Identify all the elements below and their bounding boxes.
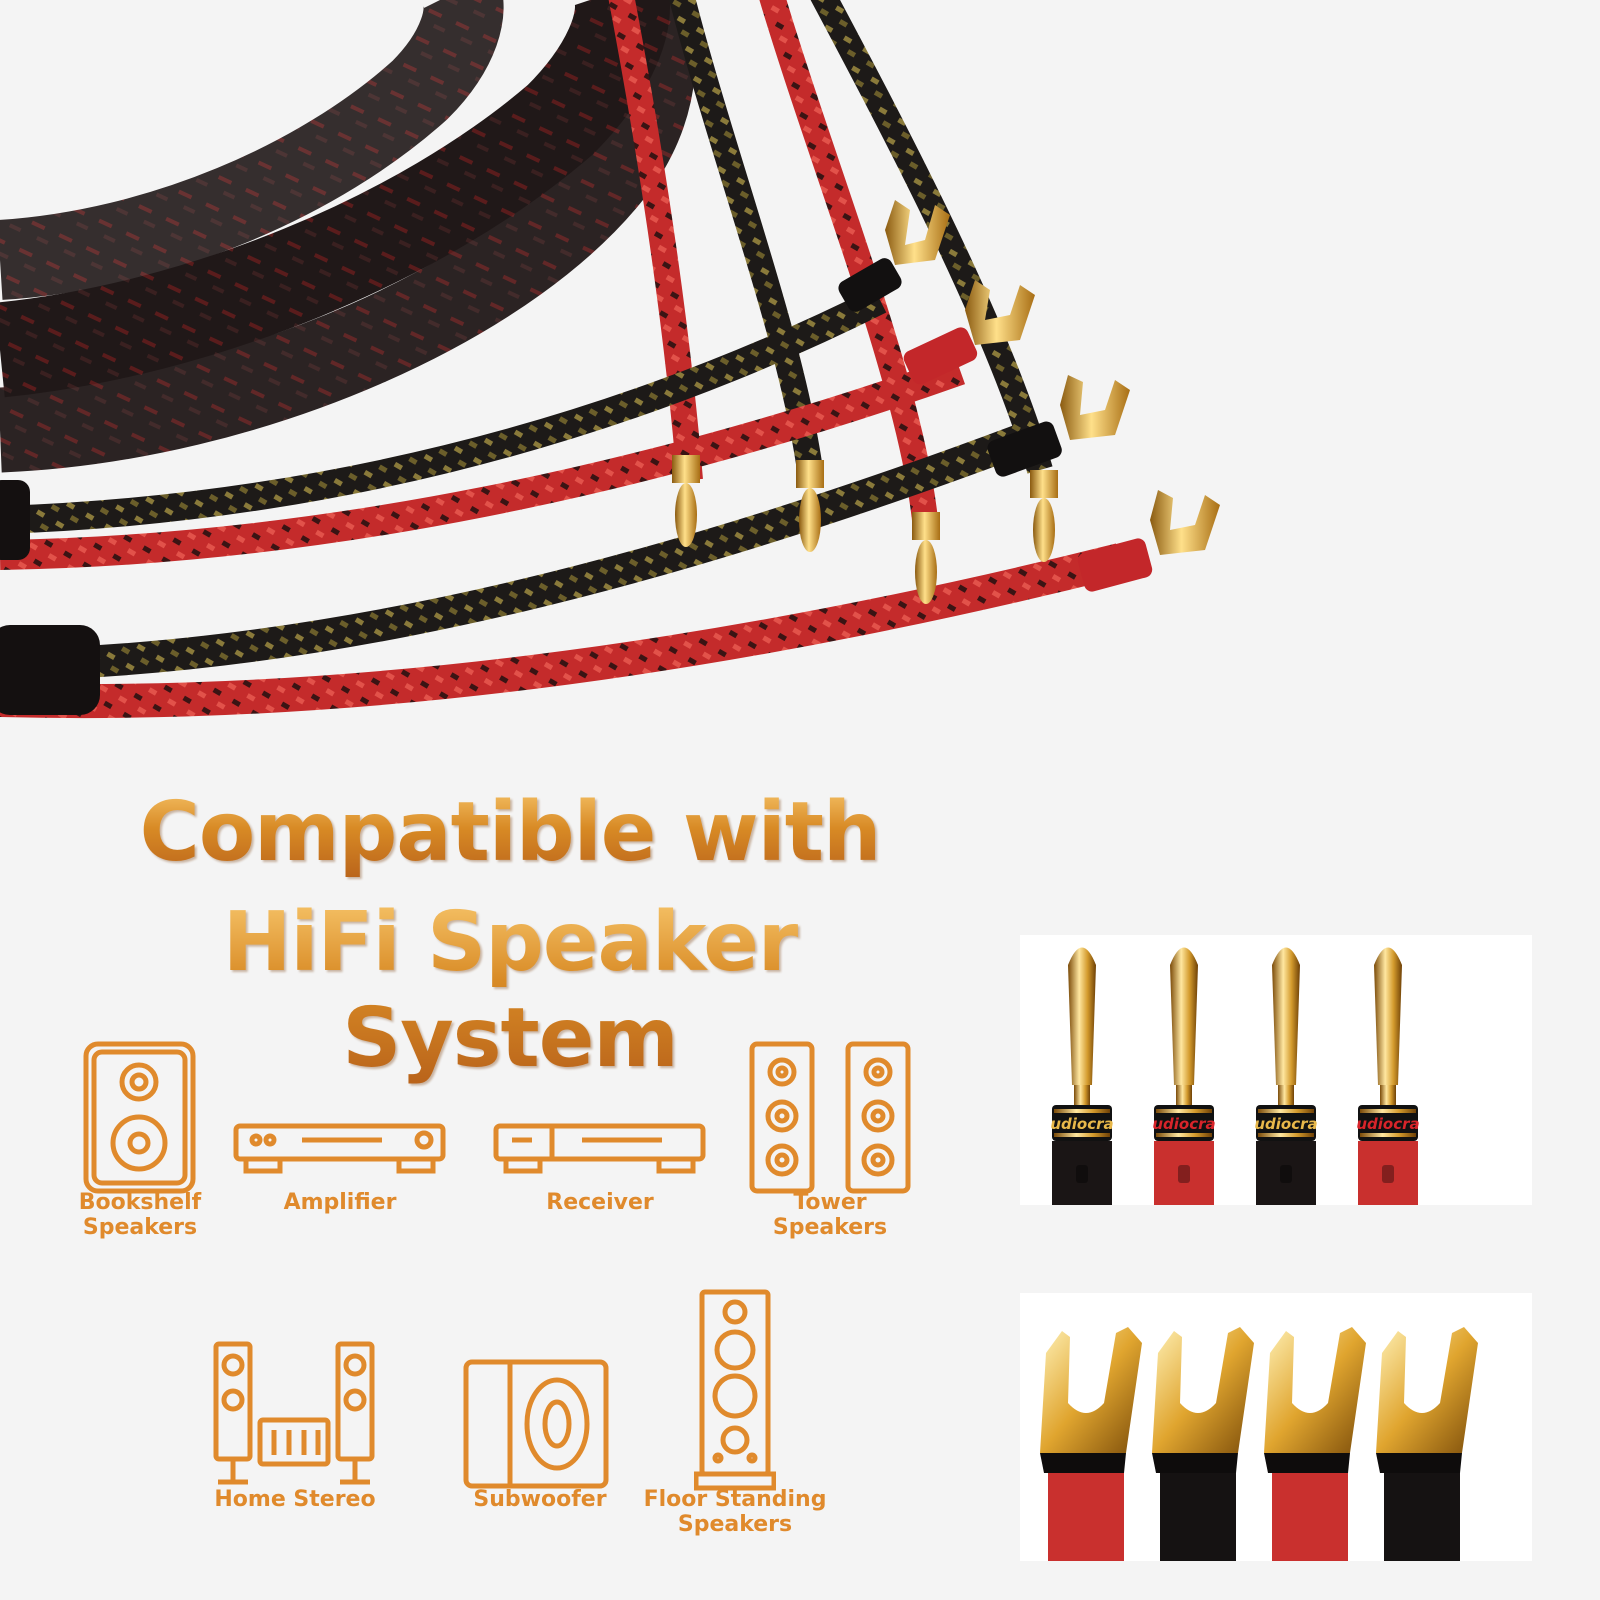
banana-plug: udiocra [1254,947,1318,1205]
banana-plug-brand-text: udiocra [1356,1115,1419,1133]
spade-plug [1376,1327,1478,1561]
banana-plug [1030,470,1058,562]
banana-plug: udiocra [1356,947,1420,1205]
headline-line-2: HiFi Speaker System [70,895,950,1087]
banana-plug-brand-text: udiocra [1050,1115,1113,1133]
banana-plug [672,455,700,547]
home-stereo-icon [213,1341,375,1485]
bookshelf-speaker-icon [83,1041,196,1194]
banana-plug-brand-text: udiocra [1254,1115,1317,1133]
receiver-icon [493,1123,706,1174]
cable-product-image [0,0,1600,780]
banana-plug [796,460,824,552]
spade-terminal [1077,490,1220,592]
subwoofer-icon [463,1359,609,1489]
device-label-tower: Tower Speakers [772,1190,888,1240]
tower-speakers-icon [749,1041,911,1194]
device-label-amplifier: Amplifier [283,1190,397,1215]
banana-plug: udiocra [1050,947,1114,1205]
headline-line-1: Compatible with [70,785,950,881]
banana-plug [912,512,940,604]
spade-terminal [903,280,1035,385]
device-label-receiver: Receiver [546,1190,654,1215]
compatible-devices: Bookshelf Speakers Amplifier Receiver [0,1010,960,1600]
spade-plug [1264,1327,1366,1561]
device-label-bookshelf: Bookshelf Speakers [78,1190,202,1240]
spade-terminal [838,200,950,312]
spade-plug [1040,1327,1142,1561]
banana-plug-brand-text: udiocra [1152,1115,1215,1133]
device-label-floor-standing: Floor Standing Speakers [643,1487,827,1537]
spade-plugs-panel [1020,1293,1532,1561]
floor-standing-speaker-icon [694,1289,776,1491]
amplifier-icon [233,1123,446,1174]
banana-plugs-panel: udiocra udiocra udiocra udiocra [1020,935,1532,1205]
device-label-home-stereo: Home Stereo [214,1487,376,1512]
device-label-subwoofer: Subwoofer [473,1487,607,1512]
banana-plug: udiocra [1152,947,1216,1205]
spade-plug [1152,1327,1254,1561]
spade-terminal [987,375,1130,477]
